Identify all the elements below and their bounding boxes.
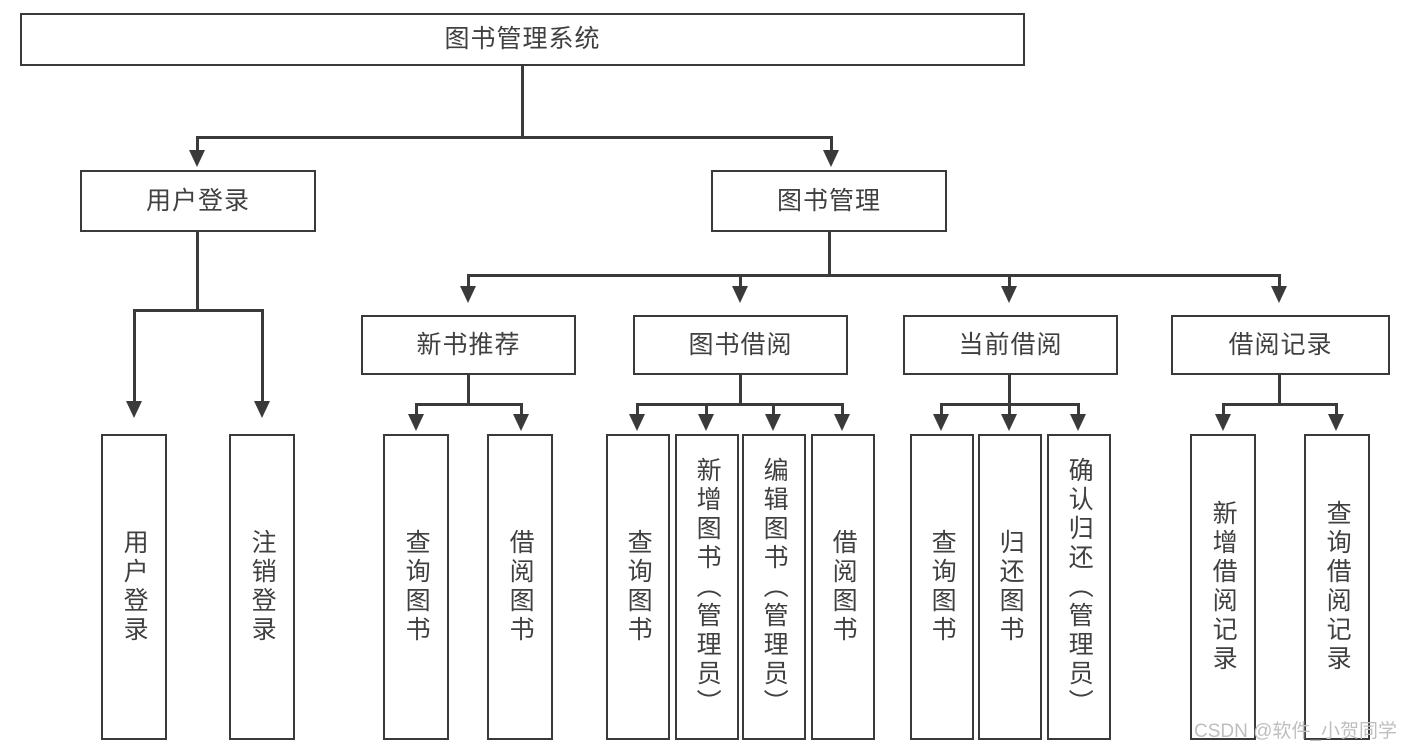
arrowhead-book-management-to-level2-0 — [460, 286, 476, 303]
connector-book-management-to-level2-3 — [1278, 274, 1281, 290]
node-label: 借阅图书 — [506, 529, 535, 645]
node-label: 当前借阅 — [958, 330, 1063, 359]
node-label: 查询借阅记录 — [1323, 500, 1352, 674]
connector-book-management-bus — [467, 274, 1281, 277]
connector-user-login-to-leaf-0 — [133, 309, 136, 405]
connector-book-borrowing-to-leaf-3 — [841, 403, 844, 417]
connector-book-management-to-level2-1 — [739, 274, 742, 290]
node-label: 用户登录 — [145, 186, 250, 215]
leaf-new-books-1[interactable]: 借阅图书 — [487, 434, 553, 740]
arrowhead-current-borrowing-to-leaf-0 — [933, 414, 949, 431]
leaf-borrow-records-1[interactable]: 查询借阅记录 — [1304, 434, 1370, 740]
arrowhead-book-borrowing-to-leaf-3 — [834, 414, 850, 431]
node-root-book-management-system[interactable]: 图书管理系统 — [20, 13, 1025, 66]
connector-new-book-to-leaf-1 — [520, 403, 523, 417]
arrowhead-book-management-to-level2-2 — [1001, 286, 1017, 303]
connector-book-management-to-level2-2 — [1008, 274, 1011, 290]
node-label: 图书借阅 — [688, 330, 793, 359]
arrowhead-book-management-to-level2-3 — [1271, 286, 1287, 303]
node-book-management[interactable]: 图书管理 — [711, 170, 947, 232]
leaf-borrow-books-0[interactable]: 查询图书 — [606, 434, 670, 740]
connector-root-stem — [521, 66, 524, 138]
connector-borrowing-records-to-leaf-0 — [1222, 403, 1225, 417]
leaf-borrow-books-2[interactable]: 编辑图书（管理员） — [742, 434, 806, 740]
node-label: 确认归还（管理员） — [1065, 456, 1094, 718]
node-book-borrowing[interactable]: 图书借阅 — [633, 315, 848, 375]
connector-new-book-stem — [467, 375, 470, 405]
arrowhead-new-book-to-leaf-0 — [408, 414, 424, 431]
node-label: 用户登录 — [120, 529, 149, 645]
node-new-book-recommendation[interactable]: 新书推荐 — [361, 315, 576, 375]
node-label: 查询图书 — [624, 529, 653, 645]
connector-new-book-to-leaf-0 — [415, 403, 418, 417]
connector-book-borrowing-stem — [739, 375, 742, 405]
connector-root-to-book-management — [830, 136, 833, 154]
leaf-current-borrow-0[interactable]: 查询图书 — [910, 434, 974, 740]
connector-user-login-to-leaf-1 — [261, 309, 264, 405]
leaf-borrow-records-0[interactable]: 新增借阅记录 — [1190, 434, 1256, 740]
node-label: 编辑图书（管理员） — [760, 456, 789, 718]
node-label: 归还图书 — [996, 529, 1025, 645]
arrowhead-user-login-to-leaf-1 — [254, 401, 270, 418]
connector-current-borrowing-to-leaf-0 — [940, 403, 943, 417]
connector-book-management-stem — [828, 232, 831, 277]
node-label: 借阅记录 — [1228, 330, 1333, 359]
arrowhead-root-to-book-management — [823, 150, 839, 167]
connector-root-bus — [196, 136, 833, 139]
node-label: 查询图书 — [928, 529, 957, 645]
arrowhead-book-management-to-level2-1 — [732, 286, 748, 303]
arrowhead-borrowing-records-to-leaf-1 — [1328, 414, 1344, 431]
arrowhead-borrowing-records-to-leaf-0 — [1215, 414, 1231, 431]
leaf-new-books-0[interactable]: 查询图书 — [383, 434, 449, 740]
connector-borrowing-records-bus — [1222, 403, 1338, 406]
connector-current-borrowing-stem — [1008, 375, 1011, 405]
leaf-current-borrow-1[interactable]: 归还图书 — [978, 434, 1042, 740]
connector-book-management-to-level2-0 — [467, 274, 470, 290]
node-user-login[interactable]: 用户登录 — [80, 170, 316, 232]
leaf-current-borrow-2[interactable]: 确认归还（管理员） — [1047, 434, 1111, 740]
connector-borrowing-records-to-leaf-1 — [1335, 403, 1338, 417]
arrowhead-new-book-to-leaf-1 — [513, 414, 529, 431]
node-label: 新增借阅记录 — [1209, 500, 1238, 674]
arrowhead-current-borrowing-to-leaf-1 — [1001, 414, 1017, 431]
node-borrowing-records[interactable]: 借阅记录 — [1171, 315, 1390, 375]
arrowhead-book-borrowing-to-leaf-0 — [629, 414, 645, 431]
connector-borrowing-records-stem — [1278, 375, 1281, 405]
arrowhead-user-login-to-leaf-0 — [126, 401, 142, 418]
connector-current-borrowing-to-leaf-2 — [1077, 403, 1080, 417]
arrowhead-current-borrowing-to-leaf-2 — [1070, 414, 1086, 431]
node-label: 新增图书（管理员） — [693, 456, 722, 718]
node-current-borrowing[interactable]: 当前借阅 — [903, 315, 1118, 375]
node-label: 新书推荐 — [416, 330, 521, 359]
connector-user-login-stem — [196, 232, 199, 312]
leaf-borrow-books-3[interactable]: 借阅图书 — [811, 434, 875, 740]
node-label: 图书管理 — [776, 186, 881, 215]
arrowhead-book-borrowing-to-leaf-2 — [765, 414, 781, 431]
connector-book-borrowing-to-leaf-2 — [772, 403, 775, 417]
node-label: 图书管理系统 — [444, 25, 601, 53]
connector-book-borrowing-to-leaf-1 — [705, 403, 708, 417]
node-label: 注销登录 — [248, 529, 277, 645]
watermark-text: CSDN @软件_小贺同学 — [1194, 721, 1397, 742]
node-label: 借阅图书 — [829, 529, 858, 645]
connector-root-to-user-login — [196, 136, 199, 154]
arrowhead-book-borrowing-to-leaf-1 — [698, 414, 714, 431]
connector-new-book-bus — [415, 403, 523, 406]
connector-book-borrowing-to-leaf-0 — [636, 403, 639, 417]
arrowhead-root-to-user-login — [189, 150, 205, 167]
leaf-borrow-books-1[interactable]: 新增图书（管理员） — [675, 434, 739, 740]
connector-current-borrowing-to-leaf-1 — [1008, 403, 1011, 417]
connector-user-login-bus — [133, 309, 264, 312]
leaf-user-login-0[interactable]: 用户登录 — [101, 434, 167, 740]
node-label: 查询图书 — [402, 529, 431, 645]
leaf-user-login-1[interactable]: 注销登录 — [229, 434, 295, 740]
connector-book-borrowing-bus — [636, 403, 844, 406]
